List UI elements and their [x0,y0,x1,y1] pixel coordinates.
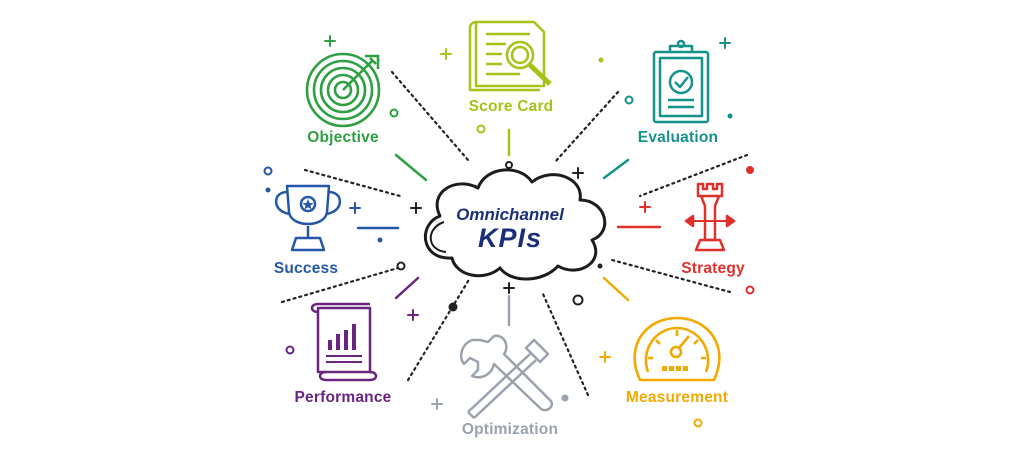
dotted-connectors [280,70,749,397]
trophy-star-icon [274,184,342,252]
gauge-icon [633,316,721,382]
label-success: Success [273,260,339,277]
center-title-line1: Omnichannel [456,205,564,224]
central-cloud [424,168,607,281]
label-optimization: Optimization [461,421,559,438]
label-measurement: Measurement [625,389,729,406]
center-title-line2: KPIs [477,223,543,253]
label-objective: Objective [307,129,379,146]
colored-spokes [356,128,662,327]
label-score-card: Score Card [468,98,554,115]
scroll-bar-chart-icon [310,302,378,382]
decorative-rings [263,95,755,428]
clipboard-check-icon [652,39,710,124]
target-arrow-icon [305,52,381,128]
label-performance: Performance [294,389,392,406]
document-magnifier-icon [468,20,552,92]
label-strategy: Strategy [681,260,745,277]
decorative-dots [265,57,754,402]
label-evaluation: Evaluation [637,129,719,146]
wrench-hammer-icon [460,334,554,419]
chess-rook-arrows-icon [684,182,736,252]
decorative-plus-signs [324,35,731,410]
